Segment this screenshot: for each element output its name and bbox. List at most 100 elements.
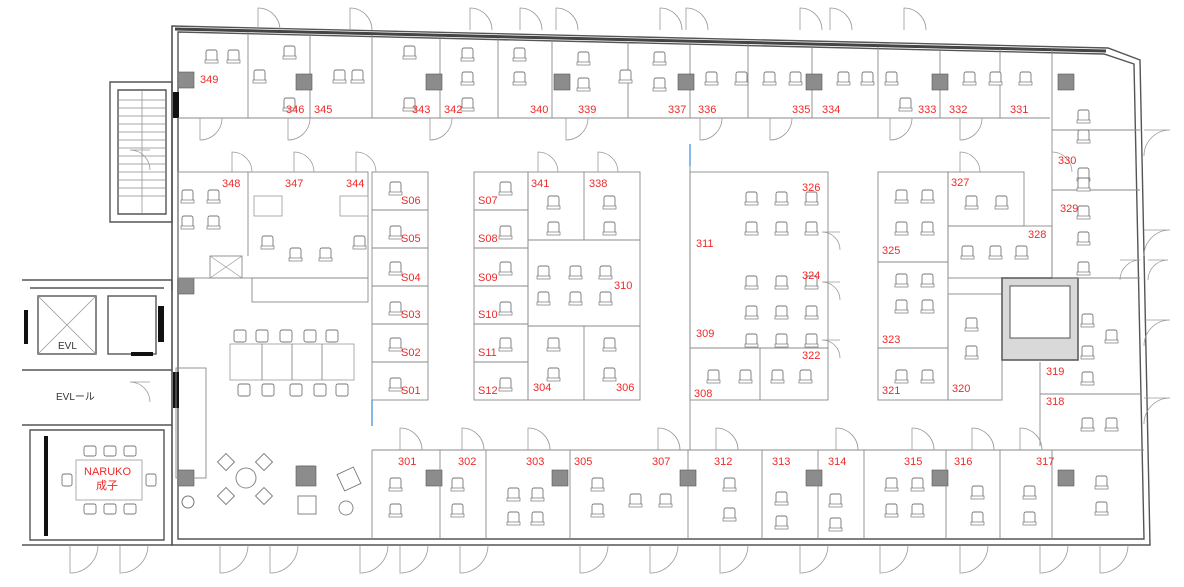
chair <box>1077 231 1090 244</box>
door-swing <box>555 7 579 31</box>
door-swing <box>69 544 99 574</box>
chair <box>351 69 364 82</box>
chair-armrest <box>498 235 513 240</box>
chair <box>261 235 274 248</box>
room-label-311: 311 <box>696 238 714 250</box>
chair-armrest <box>546 377 561 382</box>
chair <box>389 181 402 194</box>
room-label-303: 303 <box>526 456 544 468</box>
room-label-S09: S09 <box>478 272 498 284</box>
chair <box>885 477 898 490</box>
room-label-334: 334 <box>822 104 840 116</box>
chair <box>829 517 842 530</box>
chair-armrest <box>1076 241 1091 246</box>
chair <box>1077 261 1090 274</box>
room-label-321: 321 <box>882 385 900 397</box>
door-swing <box>399 544 429 574</box>
chair-armrest <box>774 315 789 320</box>
chair-armrest <box>388 487 403 492</box>
chair-armrest <box>1080 427 1095 432</box>
chair <box>629 493 642 506</box>
chair-armrest <box>402 55 417 60</box>
chair-armrest <box>920 231 935 236</box>
columns <box>177 71 1075 487</box>
chair-armrest <box>602 205 617 210</box>
chair-armrest <box>498 387 513 392</box>
wall-marker <box>173 92 179 118</box>
meeting-room-name-en: NARUKO <box>84 466 132 478</box>
chair-armrest <box>788 81 803 86</box>
room-label-301: 301 <box>398 456 416 468</box>
chair-armrest <box>1094 511 1109 516</box>
room-label-313: 313 <box>772 456 790 468</box>
chair <box>921 273 934 286</box>
chair-armrest <box>546 347 561 352</box>
chair <box>837 71 850 84</box>
chair-armrest <box>804 231 819 236</box>
chair <box>805 305 818 318</box>
chair-armrest <box>388 235 403 240</box>
chair <box>723 477 736 490</box>
chair-armrest <box>1076 271 1091 276</box>
chair <box>895 221 908 234</box>
chair <box>965 345 978 358</box>
chair <box>577 51 590 64</box>
chair <box>547 337 560 350</box>
room-label-349: 349 <box>200 74 218 86</box>
chair-armrest <box>744 343 759 348</box>
chair-armrest <box>734 81 749 86</box>
chair <box>499 337 512 350</box>
door-swing <box>879 544 909 574</box>
chair-armrest <box>1104 427 1119 432</box>
chair-armrest <box>546 231 561 236</box>
chair-armrest <box>598 301 613 306</box>
chair-armrest <box>226 59 241 64</box>
chair <box>353 235 366 248</box>
room-label-339: 339 <box>578 104 596 116</box>
left-offices <box>177 171 369 303</box>
chair <box>965 317 978 330</box>
chair-armrest <box>962 81 977 86</box>
chair <box>805 221 818 234</box>
room-label-323: 323 <box>882 334 900 346</box>
chair-armrest <box>960 255 975 260</box>
chair <box>389 477 402 490</box>
chair-armrest <box>180 225 195 230</box>
door-swing <box>597 151 619 173</box>
chair <box>1077 205 1090 218</box>
room-label-309: 309 <box>696 328 714 340</box>
room-label-332: 332 <box>949 104 967 116</box>
chair <box>461 71 474 84</box>
chair-armrest <box>798 379 813 384</box>
chair-armrest <box>318 257 333 262</box>
chair <box>921 299 934 312</box>
chair <box>389 301 402 314</box>
room-label-346: 346 <box>286 104 304 116</box>
chair-armrest <box>970 495 985 500</box>
room-label-326: 326 <box>802 182 820 194</box>
chair-armrest <box>804 315 819 320</box>
chair-armrest <box>1014 255 1029 260</box>
door-swing <box>359 544 389 574</box>
room-label-348: 348 <box>222 178 240 190</box>
room-label-S08: S08 <box>478 233 498 245</box>
room-label-305: 305 <box>574 456 592 468</box>
chair-armrest <box>460 57 475 62</box>
door-swing <box>199 117 223 141</box>
room-label-S12: S12 <box>478 385 498 397</box>
chair <box>499 261 512 274</box>
chair-armrest <box>1080 355 1095 360</box>
chair <box>289 247 302 260</box>
chair-armrest <box>530 521 545 526</box>
chair-armrest <box>884 81 899 86</box>
chair <box>895 299 908 312</box>
chair <box>1095 501 1108 514</box>
chair-armrest <box>568 301 583 306</box>
door-swing <box>219 544 249 574</box>
chair-armrest <box>828 527 843 532</box>
chair <box>319 247 332 260</box>
door-swing <box>1143 319 1171 347</box>
door-swing <box>1143 129 1171 157</box>
chair <box>181 189 194 202</box>
